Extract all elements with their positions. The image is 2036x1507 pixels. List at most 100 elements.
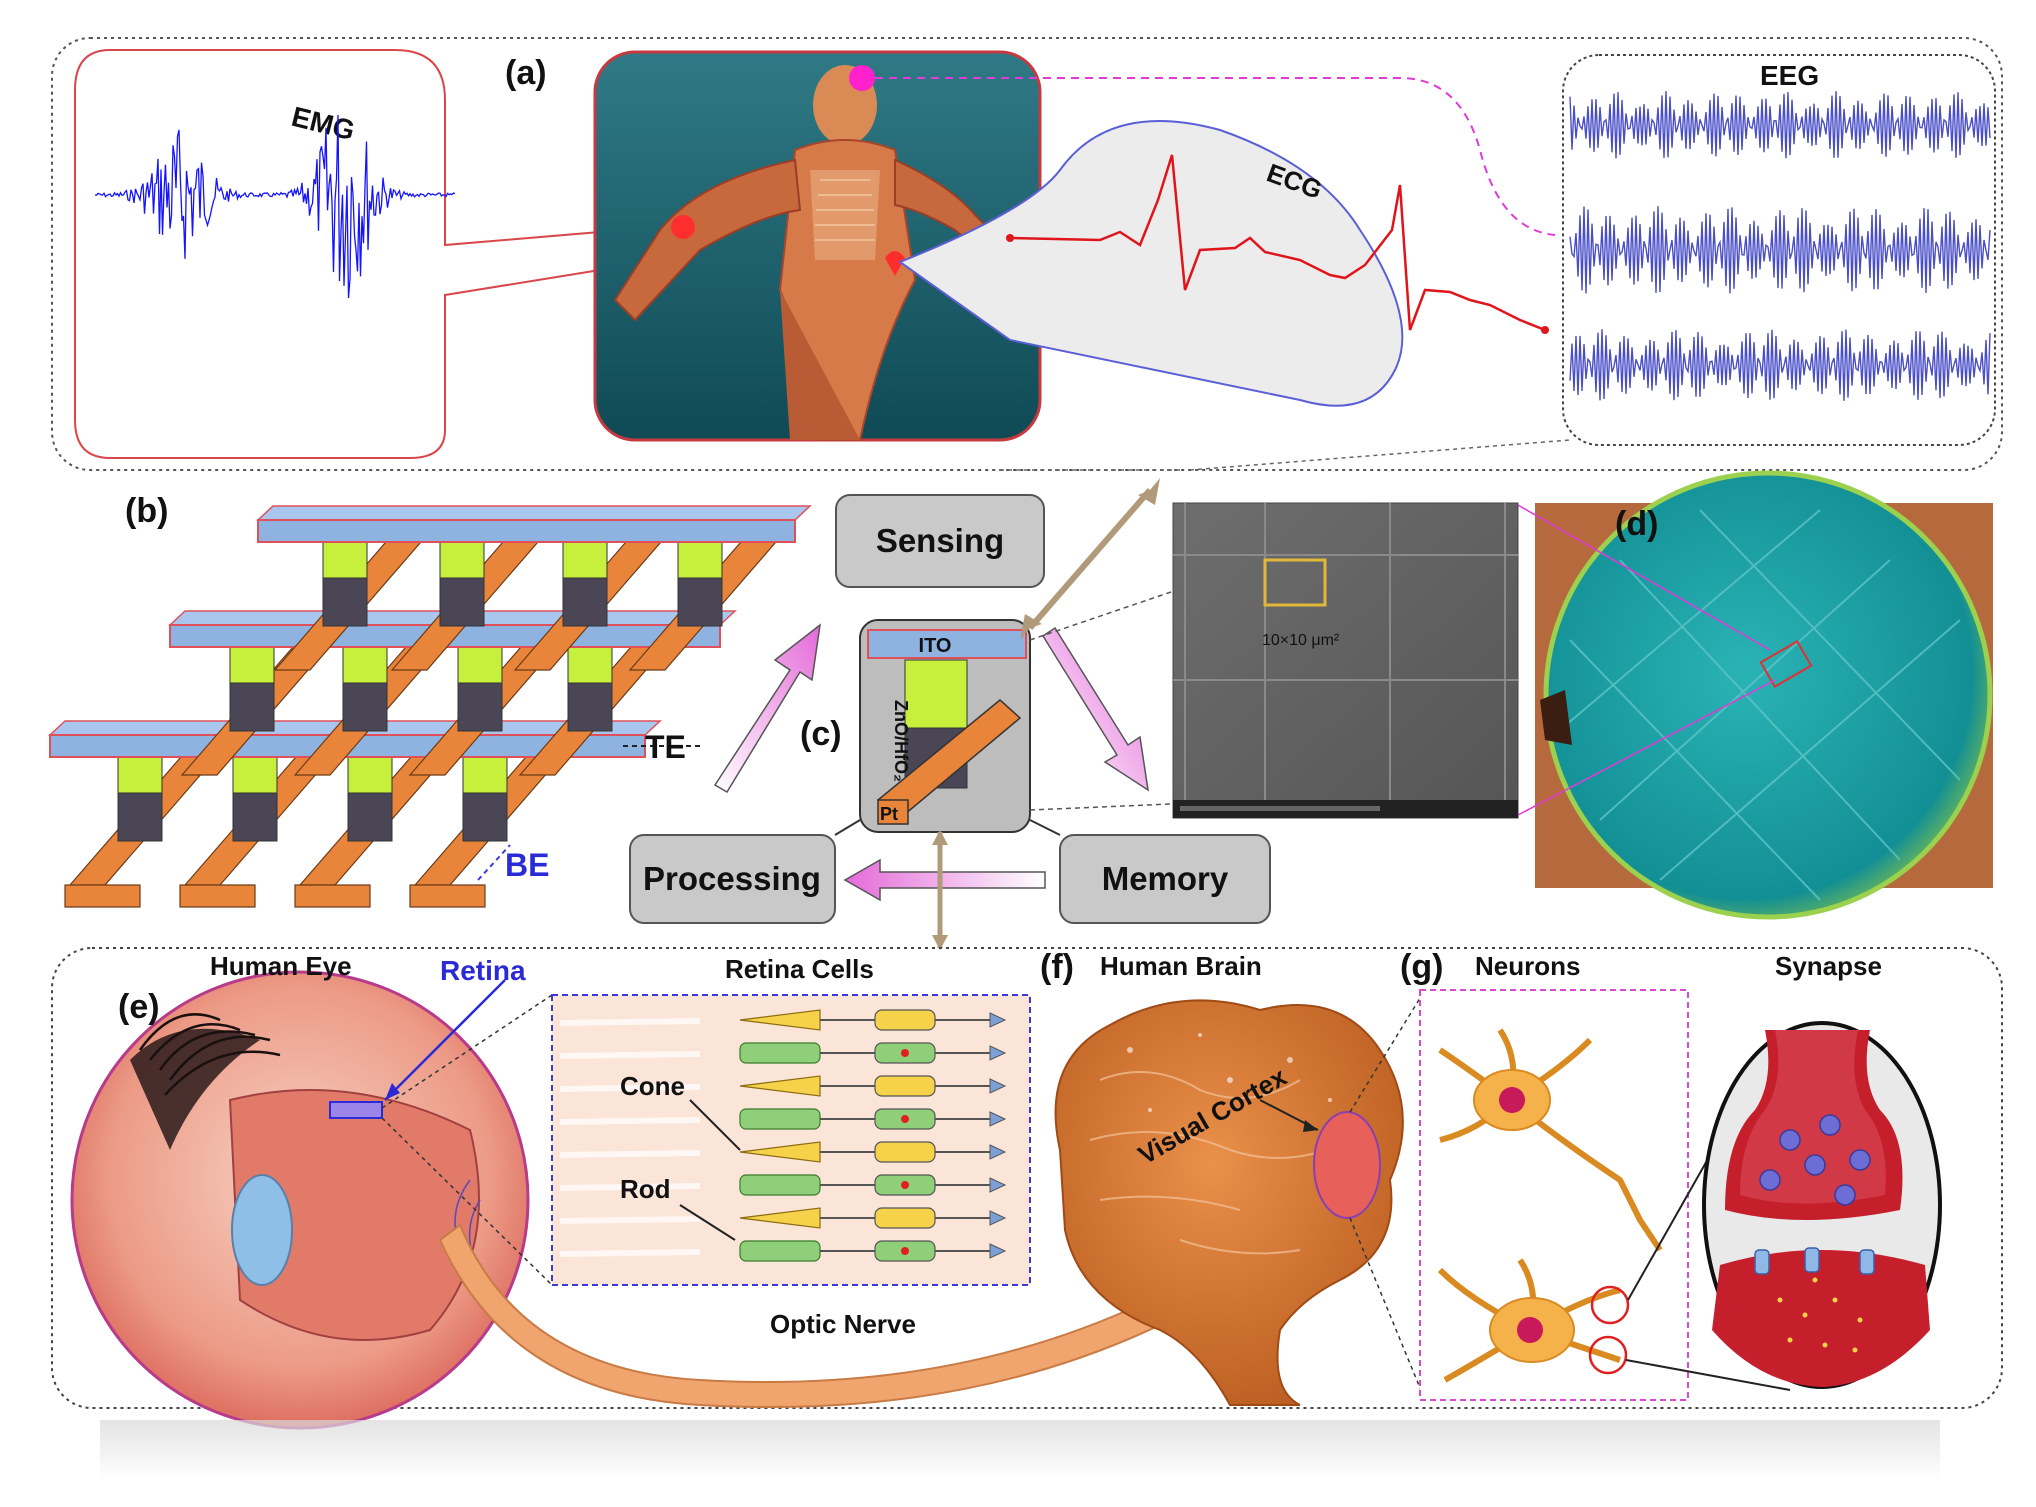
memory-box xyxy=(1059,834,1271,924)
bottom-electrode-end xyxy=(64,884,141,908)
bio-panel: Human Eye Retina (e) Optic Nerve Cone Ro… xyxy=(51,947,2003,1430)
memory-arrow xyxy=(1041,626,1149,792)
eeg-trace-3 xyxy=(1569,329,1991,401)
cell-body xyxy=(874,1075,936,1097)
retina-cells-label: Retina Cells xyxy=(725,954,874,984)
pt-label: Pt xyxy=(880,804,898,824)
human-body-image xyxy=(593,50,1042,442)
cell-terminal xyxy=(989,1210,1007,1226)
bottom-shadow xyxy=(100,1420,1940,1480)
switching-layer-label: ZnO/HfO₂ xyxy=(891,700,911,782)
sensing-arrow xyxy=(713,623,822,794)
cell-terminal xyxy=(989,1243,1007,1259)
switching-base-cell xyxy=(677,577,723,627)
cell-terminal xyxy=(989,1078,1007,1094)
wafer-highlight-box xyxy=(1759,640,1813,688)
retina-fringe xyxy=(560,1051,700,1059)
be-pointer xyxy=(477,844,511,881)
retina-label: Retina xyxy=(440,955,526,986)
ito-label: ITO xyxy=(919,635,952,657)
rod-outer-segment xyxy=(739,1240,821,1262)
cell-body xyxy=(874,1141,936,1163)
eeg-label: EEG xyxy=(1760,60,1819,91)
retina-pointer xyxy=(384,979,506,1101)
wafer-clip xyxy=(1540,690,1572,745)
emg-callout: EMG xyxy=(74,49,601,459)
cell-terminal xyxy=(989,1045,1007,1061)
human-eye-label: Human Eye xyxy=(210,951,352,981)
optic-nerve-label: Optic Nerve xyxy=(770,1309,916,1339)
te-label: TE xyxy=(645,729,686,765)
switching-base-cell xyxy=(322,577,368,627)
top-electrode-face xyxy=(256,505,812,521)
panel-c: Sensing Processing Memory ITO ZnO/HfO₂ P… xyxy=(629,478,1271,950)
processing-label: Processing xyxy=(643,860,821,897)
photoreceptor-rows xyxy=(560,1009,1007,1262)
emg-waveform xyxy=(94,114,456,299)
synapse-illustration xyxy=(1702,1021,1942,1389)
panel-b-label: (b) xyxy=(125,492,168,530)
sensing-label: Sensing xyxy=(876,522,1004,559)
synapse-highlight-2 xyxy=(1588,1335,1628,1375)
panel-d-label: (d) xyxy=(1615,505,1658,543)
cell-terminal xyxy=(989,1177,1007,1193)
rod-label: Rod xyxy=(620,1174,671,1204)
rod-outer-segment xyxy=(739,1108,821,1130)
wafer xyxy=(1543,470,1993,920)
cell-terminal xyxy=(989,1012,1007,1028)
neurons-label: Neurons xyxy=(1475,951,1580,981)
synapse-label: Synapse xyxy=(1775,951,1882,981)
cell-terminal xyxy=(989,1144,1007,1160)
bio-panel-frame xyxy=(51,947,2003,1409)
panel-c-label: (c) xyxy=(800,715,842,753)
cell-body xyxy=(874,1009,936,1031)
device-connectors xyxy=(834,819,1061,836)
emg-trace xyxy=(94,114,456,299)
switching-base-cell xyxy=(117,792,163,842)
retina-fringe xyxy=(560,1150,700,1158)
eeg-panel: EEG xyxy=(1562,54,1996,446)
panel-a: (a) EMG ECG xyxy=(51,37,2003,471)
bottom-electrode-end xyxy=(294,884,371,908)
panel-f-label: (f) xyxy=(1040,948,1074,986)
heart-marker-icon xyxy=(885,251,905,276)
rod-outer-segment xyxy=(739,1174,821,1196)
processing-arrow xyxy=(843,858,1046,902)
cell-body xyxy=(874,1207,936,1229)
switching-base-cell xyxy=(567,682,613,732)
eeg-waveform xyxy=(1569,91,1991,401)
brain-to-eeg-link xyxy=(875,77,1556,236)
processing-box xyxy=(629,834,836,924)
top-electrode xyxy=(257,519,796,543)
zoom-line-2 xyxy=(1189,439,1571,471)
panel-a-frame xyxy=(51,37,2003,471)
iris-icon xyxy=(231,1174,293,1286)
switching-base-cell xyxy=(439,577,485,627)
panel-d: (d) xyxy=(1517,470,1993,920)
panel-g-label: (g) xyxy=(1400,948,1443,986)
switching-base-cell xyxy=(347,792,393,842)
human-brain xyxy=(1054,999,1404,1406)
ecg-start-dot xyxy=(1006,234,1014,242)
brain-marker-icon xyxy=(849,65,875,91)
switching-base-cell xyxy=(562,577,608,627)
panel-b: (b) TE BE xyxy=(48,492,812,908)
panel-e-label: (e) xyxy=(118,988,160,1026)
arm-marker-icon xyxy=(671,215,695,239)
retina-cells-panel: Cone Rod xyxy=(381,994,1031,1286)
ecg-trace xyxy=(1009,154,1546,332)
retina-fringe xyxy=(560,1249,700,1257)
panel-a-label: (a) xyxy=(505,54,547,92)
retina-fringe xyxy=(560,1183,700,1191)
switching-base-cell xyxy=(462,792,508,842)
ito-electrode xyxy=(867,629,1027,659)
switching-base-cell xyxy=(342,682,388,732)
retina-fringe xyxy=(560,1084,700,1092)
cell-nucleus xyxy=(901,1049,909,1057)
eeg-trace-1 xyxy=(1569,91,1991,159)
cell-nucleus xyxy=(901,1181,909,1189)
human-eye xyxy=(70,970,530,1430)
cone-label: Cone xyxy=(620,1071,685,1101)
bottom-electrode-end xyxy=(179,884,256,908)
device-to-body-arrow xyxy=(1027,488,1153,630)
